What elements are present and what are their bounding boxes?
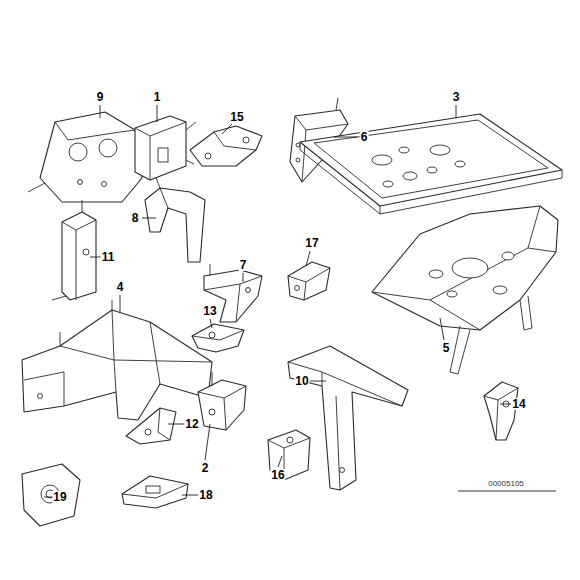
bracket-part bbox=[192, 324, 244, 352]
bracket-part bbox=[28, 112, 142, 202]
callout-number: 12 bbox=[184, 418, 199, 430]
code-underline bbox=[458, 491, 556, 492]
callout-number: 1 bbox=[153, 91, 162, 103]
bracket-part bbox=[22, 464, 80, 526]
callout-number: 8 bbox=[131, 212, 140, 224]
bracket-part bbox=[122, 476, 188, 508]
callout-number: 15 bbox=[229, 111, 244, 123]
callout-number: 10 bbox=[294, 375, 309, 387]
callout-number: 9 bbox=[96, 91, 105, 103]
callout-number: 18 bbox=[198, 489, 213, 501]
callout-number: 7 bbox=[239, 259, 248, 271]
callout-number: 13 bbox=[202, 305, 217, 317]
battery-tray bbox=[300, 114, 562, 214]
callout-number: 2 bbox=[201, 462, 210, 474]
bracket-part bbox=[145, 178, 205, 262]
drawing-code: 00005105 bbox=[487, 480, 525, 488]
callout-number: 11 bbox=[101, 251, 116, 263]
bracket-part bbox=[190, 126, 262, 166]
callout-number: 4 bbox=[116, 281, 125, 293]
bracket-part bbox=[198, 372, 246, 430]
callout-number: 3 bbox=[452, 91, 461, 103]
bracket-part bbox=[126, 408, 176, 444]
callout-number: 16 bbox=[270, 469, 285, 481]
leader-lines bbox=[44, 105, 512, 497]
bracket-part bbox=[22, 300, 212, 420]
bracket-part bbox=[135, 116, 196, 180]
callout-number: 14 bbox=[511, 398, 526, 410]
bracket-part bbox=[268, 430, 310, 480]
bracket-part bbox=[52, 200, 96, 300]
battery-plate bbox=[372, 206, 558, 374]
callout-number: 17 bbox=[304, 237, 319, 249]
callout-number: 6 bbox=[360, 131, 369, 143]
bracket-part bbox=[288, 262, 330, 300]
callout-number: 5 bbox=[442, 342, 451, 354]
bracket-part bbox=[484, 382, 518, 440]
callout-number: 19 bbox=[52, 491, 67, 503]
